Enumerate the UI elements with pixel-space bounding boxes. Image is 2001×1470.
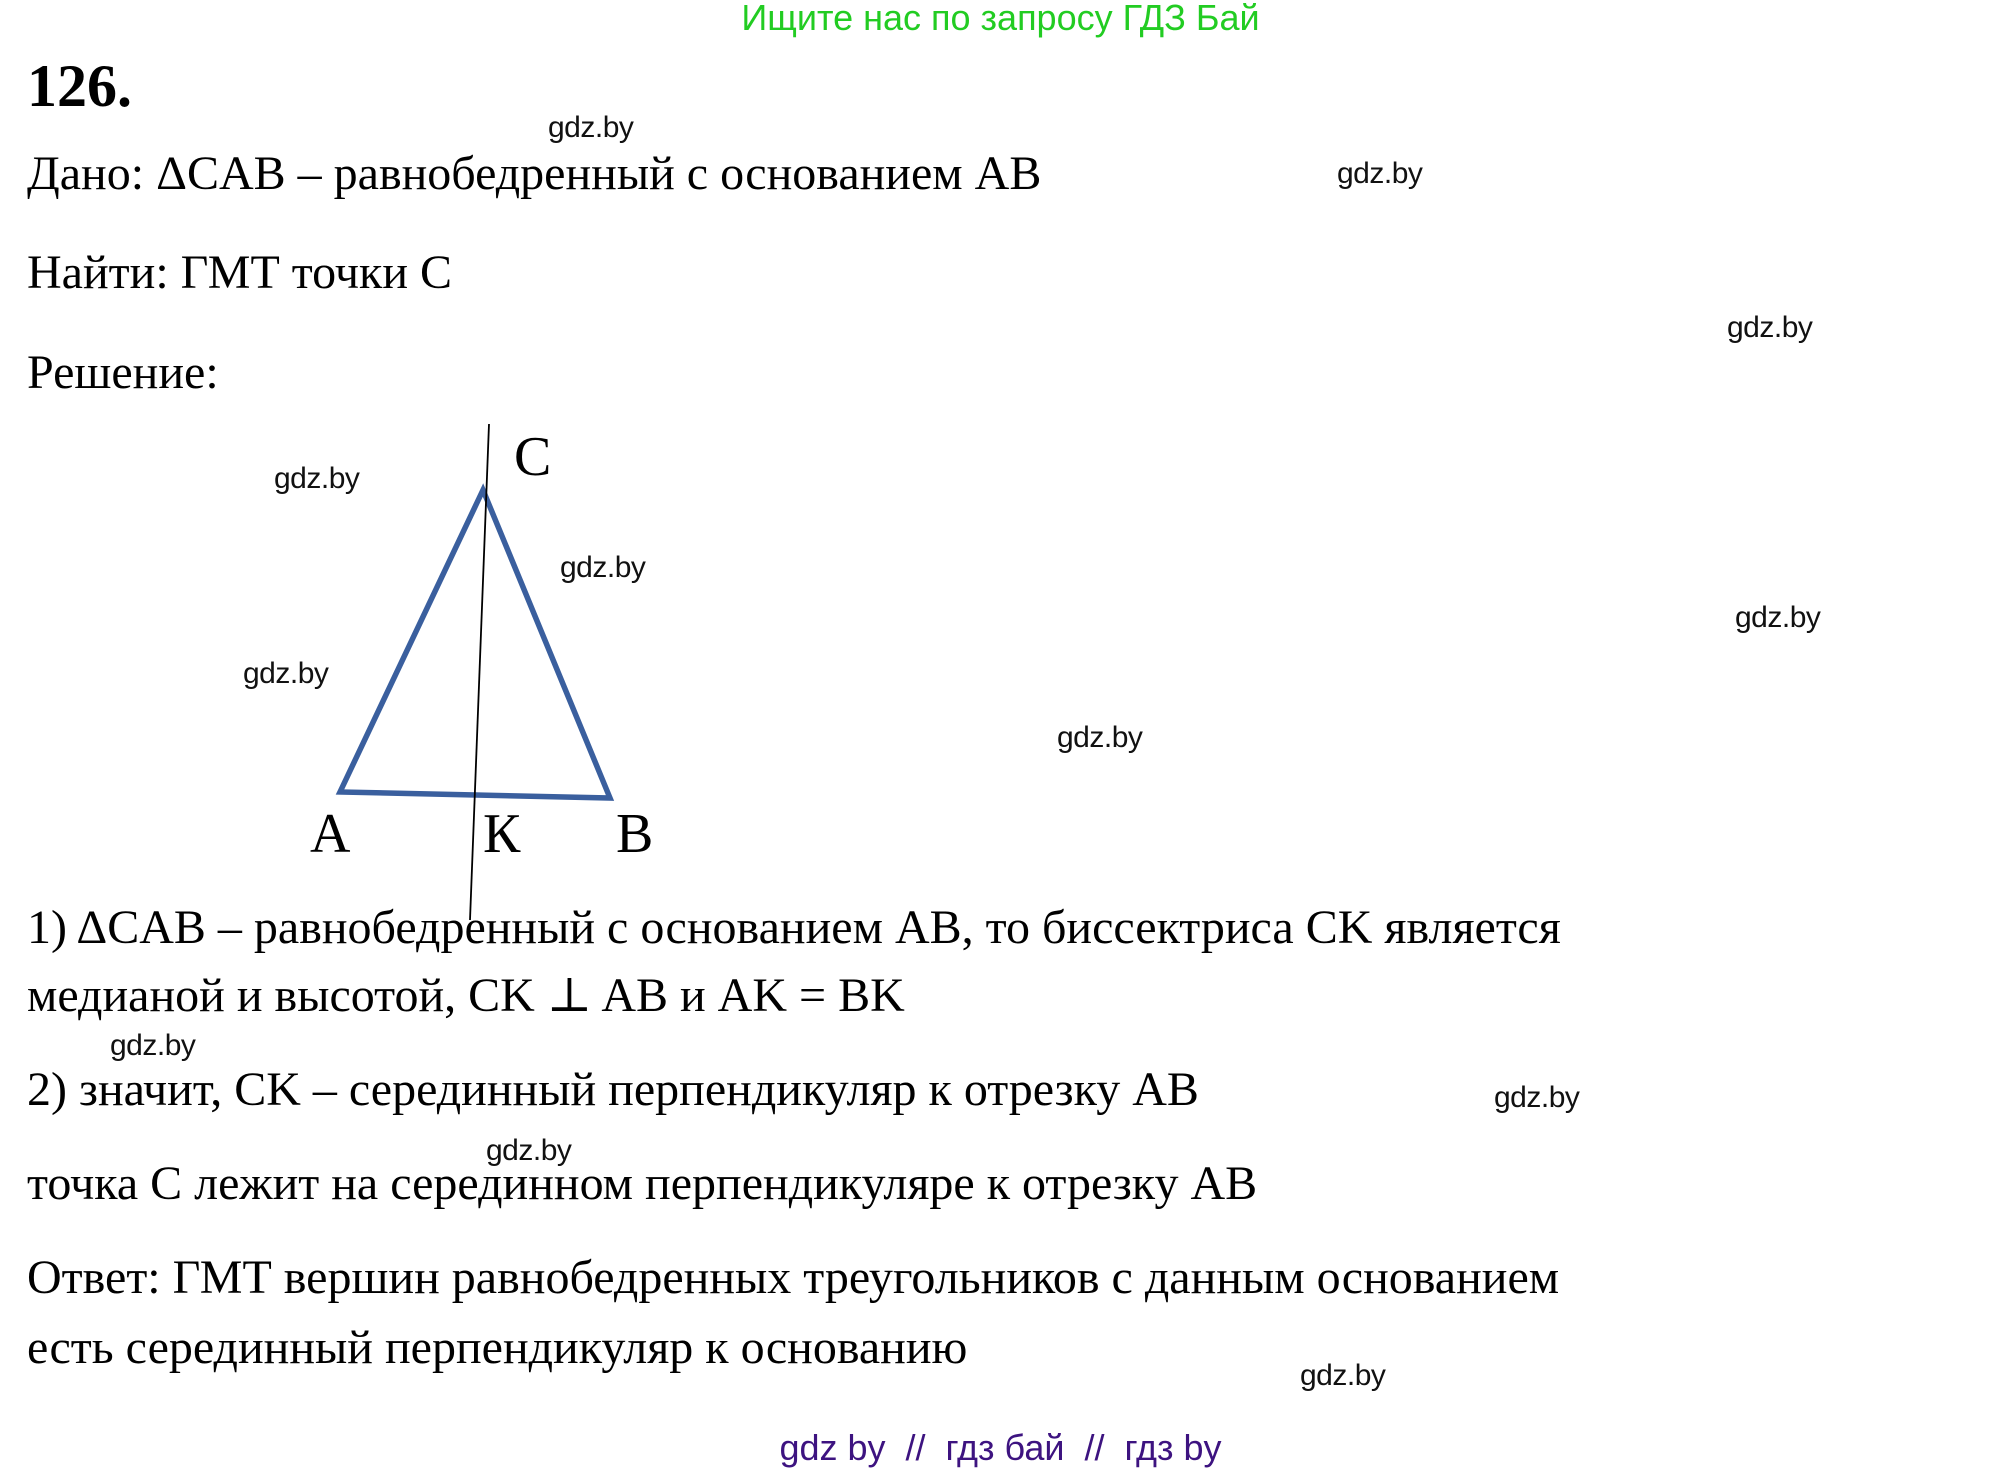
perpendicular-bisector-ck <box>469 423 490 921</box>
solution-label: Решение: <box>27 346 219 399</box>
footer-site-links: gdz by // гдз бай // гдз by <box>779 1427 1222 1468</box>
watermark: gdz.by <box>1735 601 1821 634</box>
isosceles-triangle-cab <box>335 483 615 801</box>
watermark: gdz.by <box>1337 157 1423 190</box>
watermark: gdz.by <box>243 657 329 690</box>
point-label-c: C <box>514 426 552 488</box>
given-statement: Дано: ΔCAB – равнобедренный с основанием… <box>27 147 1042 200</box>
step-2-line-1: 2) значит, CK – серединный перпендикуляр… <box>27 1063 1199 1116</box>
step-1-line-1: 1) ΔCAB – равнобедренный с основанием AB… <box>27 901 1561 954</box>
watermark: gdz.by <box>548 111 634 144</box>
watermark: gdz.by <box>1300 1359 1386 1392</box>
watermark: gdz.by <box>560 551 646 584</box>
watermark: gdz.by <box>110 1029 196 1062</box>
step-1-line-2: медианой и высотой, CK ⊥ AB и AK = BK <box>27 969 905 1022</box>
point-label-b: B <box>616 803 654 865</box>
problem-number: 126. <box>27 53 132 119</box>
find-statement: Найти: ГМТ точки C <box>27 246 453 299</box>
step-2-line-2: точка C лежит на серединном перпендикуля… <box>27 1157 1258 1210</box>
watermark: gdz.by <box>274 462 360 495</box>
watermark: gdz.by <box>486 1134 572 1167</box>
watermark: gdz.by <box>1494 1081 1580 1114</box>
point-label-k: К <box>483 803 521 865</box>
watermark: gdz.by <box>1057 721 1143 754</box>
site-search-hint: Ищите нас по запросу ГДЗ Бай <box>741 0 1260 38</box>
point-label-a: A <box>310 803 351 865</box>
answer-line-2: есть серединный перпендикуляр к основани… <box>27 1321 968 1374</box>
watermark: gdz.by <box>1727 311 1813 344</box>
answer-line-1: Ответ: ГМТ вершин равнобедренных треугол… <box>27 1251 1560 1304</box>
